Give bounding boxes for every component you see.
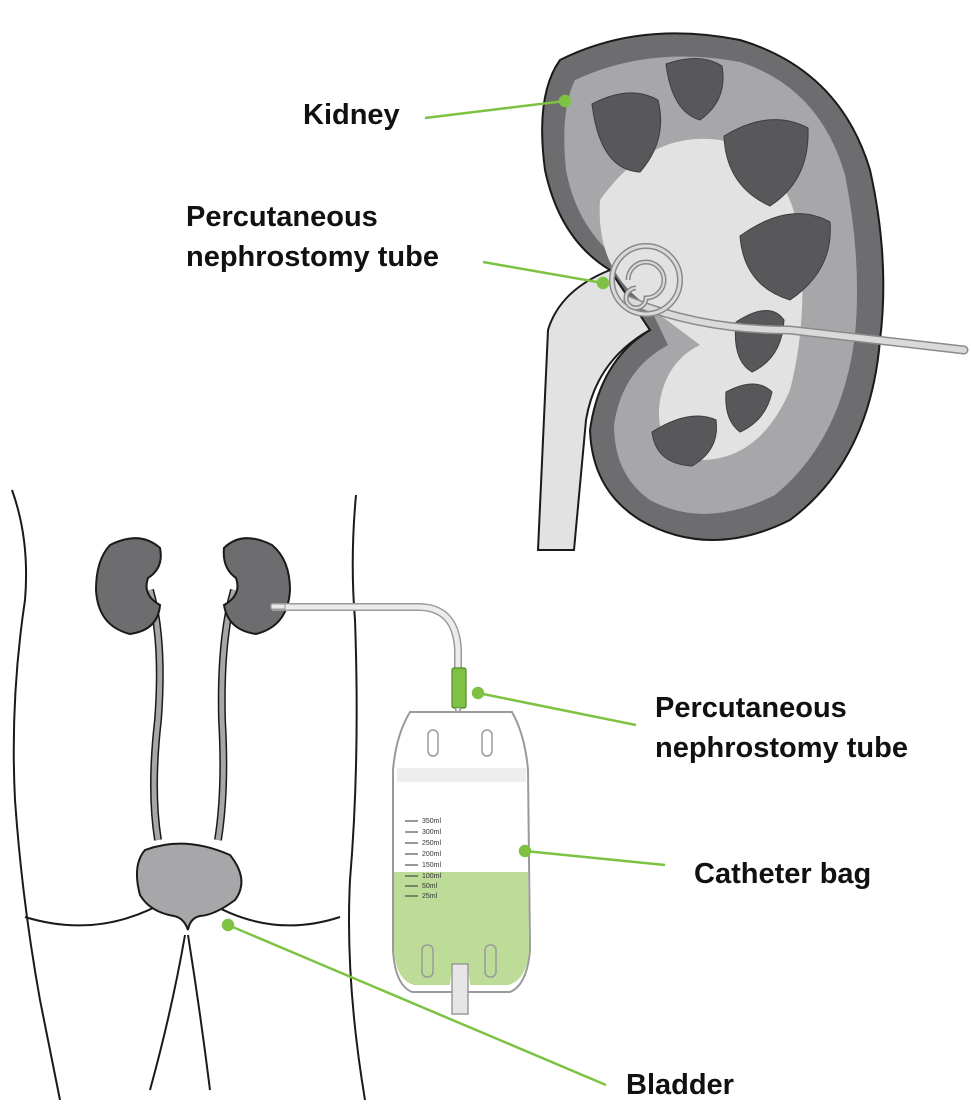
leader-catheter-bag [525,851,665,865]
small-kidney-right [224,538,290,634]
drain-tube-fill [272,607,458,680]
leader-pnt-top-dot [598,278,608,288]
label-pnt-top-line1: Percutaneous [186,201,378,233]
scale-label-300: 300ml [422,829,442,836]
bag-drain-outlet [452,964,468,1014]
urinary-system [96,538,290,930]
catheter-bag: 350ml 300ml 250ml 200ml 150ml 100ml 50ml… [393,712,530,1014]
drain-tube-outline [272,607,458,680]
tube-connector [452,668,466,708]
torso-left-edge [12,490,60,1100]
body-outline [12,490,365,1100]
leader-pnt-mid-dot [473,688,483,698]
scale-label-50: 50ml [422,883,438,890]
small-kidney-left [96,538,161,634]
scale-label-200: 200ml [422,851,442,858]
scale-label-25: 25ml [422,893,438,900]
label-pnt-top-line2: nephrostomy tube [186,241,439,273]
leader-catheter-bag-dot [520,846,530,856]
bag-top-shade [397,768,526,782]
torso-right-edge [349,495,365,1100]
label-pnt-mid-line2: nephrostomy tube [655,732,908,764]
label-kidney: Kidney [303,99,400,131]
tube-entry-marker [271,604,285,609]
leader-kidney-dot [560,96,570,106]
leader-bladder-dot [223,920,233,930]
scale-label-150: 150ml [422,862,442,869]
scale-label-350: 350ml [422,818,442,825]
gluteal-cleft-left [150,935,185,1090]
scale-label-250: 250ml [422,840,442,847]
bladder-shape [137,844,241,930]
leader-pnt-top [483,262,603,283]
label-pnt-mid-line1: Percutaneous [655,692,847,724]
label-catheter-bag: Catheter bag [694,858,871,890]
gluteal-cleft-right [188,935,210,1090]
label-bladder: Bladder [626,1069,734,1101]
scale-label-100: 100ml [422,873,442,880]
kidney-cross-section [538,33,964,550]
